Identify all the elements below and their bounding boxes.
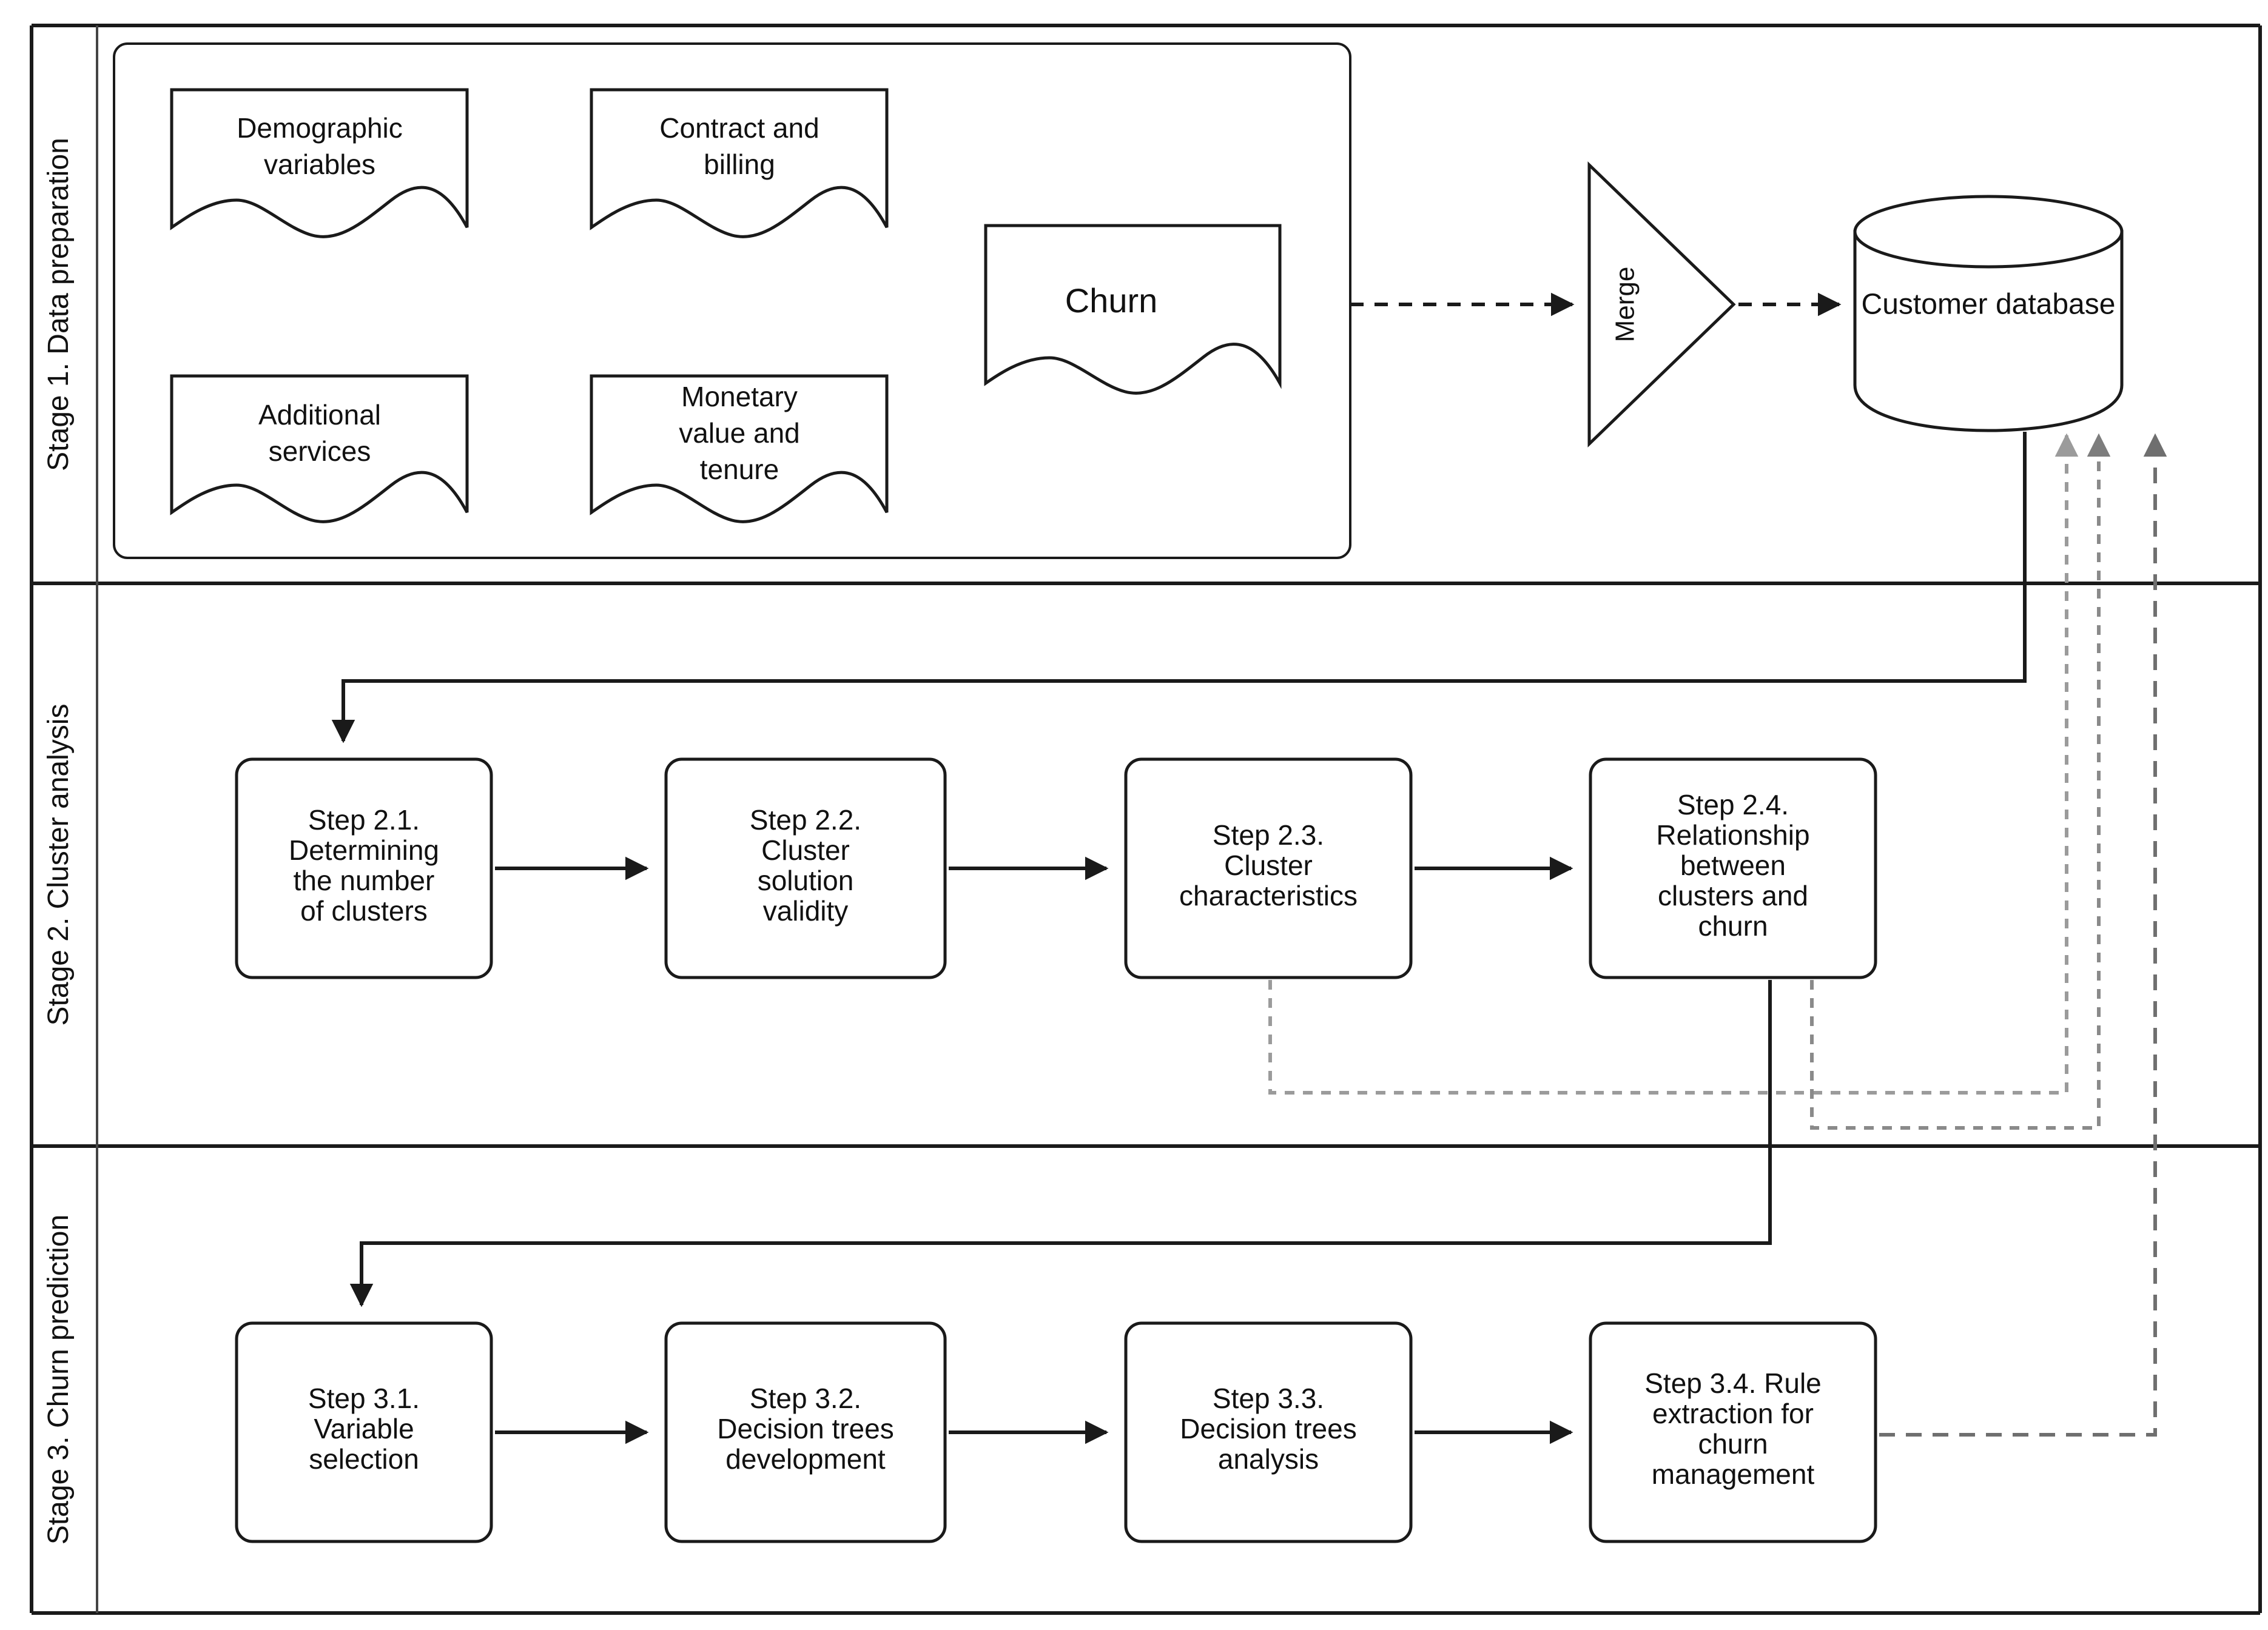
step-3-2-line2: Decision trees — [717, 1413, 893, 1444]
step-box-2-3[interactable]: Step 2.3. Cluster characteristics — [1124, 757, 1413, 979]
step-3-2-line3: development — [725, 1443, 886, 1475]
step-2-2-line4: validity — [763, 895, 849, 927]
step-2-4-line1: Step 2.4. — [1677, 789, 1789, 820]
step-3-4-line2: extraction for — [1652, 1398, 1814, 1429]
step-box-3-3[interactable]: Step 3.3. Decision trees analysis — [1124, 1321, 1413, 1543]
step-3-1-line2: Variable — [314, 1413, 414, 1444]
step-2-1-line4: of clusters — [300, 895, 428, 927]
document-monetary-value-and-tenure[interactable]: Monetary value and tenure — [590, 374, 889, 523]
stage3-label: Stage 3. Churn prediction — [42, 1215, 75, 1544]
stage-label-stage2: Stage 2. Cluster analysis — [42, 704, 75, 1026]
step-box-2-1[interactable]: Step 2.1. Determining the number of clus… — [235, 757, 493, 979]
step-2-2-line1: Step 2.2. — [750, 804, 861, 836]
customer-database-node[interactable]: Customer database — [1853, 195, 2124, 432]
stage2-label: Stage 2. Cluster analysis — [42, 704, 75, 1026]
step-box-3-2[interactable]: Step 3.2. Decision trees development — [664, 1321, 947, 1543]
step-3-3-line2: Decision trees — [1180, 1413, 1356, 1444]
document-monetary-value-and-tenure-line2: value and — [679, 417, 800, 449]
document-contract-and-billing-line2: billing — [704, 149, 775, 180]
connector-database-to-step-2-1 — [331, 432, 2027, 743]
customer-database-label: Customer database — [1862, 289, 2116, 321]
step-2-4-line2: Relationship — [1656, 819, 1809, 851]
step-2-3-line2: Cluster — [1224, 850, 1313, 881]
merge-node[interactable]: Merge — [1587, 161, 1736, 448]
step-2-2-line2: Cluster — [761, 834, 850, 866]
document-additional-services[interactable]: Additional services — [170, 374, 469, 523]
step-2-1-line1: Step 2.1. — [308, 804, 420, 836]
step-2-4-line4: clusters and — [1658, 880, 1808, 911]
stage1-input-group-container — [113, 42, 1351, 559]
step-2-4-line3: between — [1680, 850, 1786, 881]
step-3-1-line1: Step 3.1. — [308, 1383, 420, 1414]
merge-label: Merge — [1610, 267, 1640, 343]
document-contract-and-billing[interactable]: Contract and billing — [590, 88, 889, 238]
document-demographic-variables[interactable]: Demographic variables — [170, 88, 469, 238]
stage1-label: Stage 1. Data preparation — [42, 138, 75, 471]
document-demographic-variables-line2: variables — [264, 149, 375, 180]
document-churn-label: Churn — [1065, 281, 1158, 320]
step-2-1-line3: the number — [294, 865, 435, 896]
feedback-step-2-3-to-database — [1268, 433, 2079, 1095]
document-additional-services-line1: Additional — [258, 399, 381, 431]
stage-label-stage1: Stage 1. Data preparation — [42, 138, 75, 471]
step-2-2-line3: solution — [758, 865, 854, 896]
step-2-3-line3: characteristics — [1179, 880, 1358, 911]
feedback-step-2-4-to-database — [1810, 433, 2111, 1130]
stage-label-stage3: Stage 3. Churn prediction — [42, 1215, 75, 1544]
step-2-4-line5: churn — [1698, 910, 1768, 942]
document-demographic-variables-line1: Demographic — [237, 112, 403, 144]
step-3-1-line3: selection — [309, 1443, 419, 1475]
step-box-3-4[interactable]: Step 3.4. Rule extraction for churn mana… — [1589, 1321, 1877, 1543]
document-churn[interactable]: Churn — [984, 224, 1282, 395]
document-additional-services-line2: services — [269, 435, 371, 467]
step-2-3-line1: Step 2.3. — [1213, 819, 1324, 851]
step-3-4-line4: management — [1652, 1458, 1815, 1490]
step-box-3-1[interactable]: Step 3.1. Variable selection — [235, 1321, 493, 1543]
step-3-4-line3: churn — [1698, 1428, 1768, 1460]
document-monetary-value-and-tenure-line3: tenure — [700, 454, 779, 485]
feedback-step-3-4-to-database — [1879, 433, 2167, 1437]
document-monetary-value-and-tenure-line1: Monetary — [681, 381, 798, 412]
step-3-3-line1: Step 3.3. — [1213, 1383, 1324, 1414]
swimlane-frame — [30, 24, 2262, 1615]
step-3-4-line1: Step 3.4. Rule — [1644, 1367, 1822, 1399]
step-2-1-line2: Determining — [289, 834, 439, 866]
step-box-2-4[interactable]: Step 2.4. Relationship between clusters … — [1589, 757, 1877, 979]
step-3-2-line1: Step 3.2. — [750, 1383, 861, 1414]
step-box-2-2[interactable]: Step 2.2. Cluster solution validity — [664, 757, 947, 979]
connector-step-2-4-to-step-3-1 — [349, 980, 1772, 1307]
document-contract-and-billing-line1: Contract and — [659, 112, 819, 144]
step-3-3-line3: analysis — [1218, 1443, 1319, 1475]
